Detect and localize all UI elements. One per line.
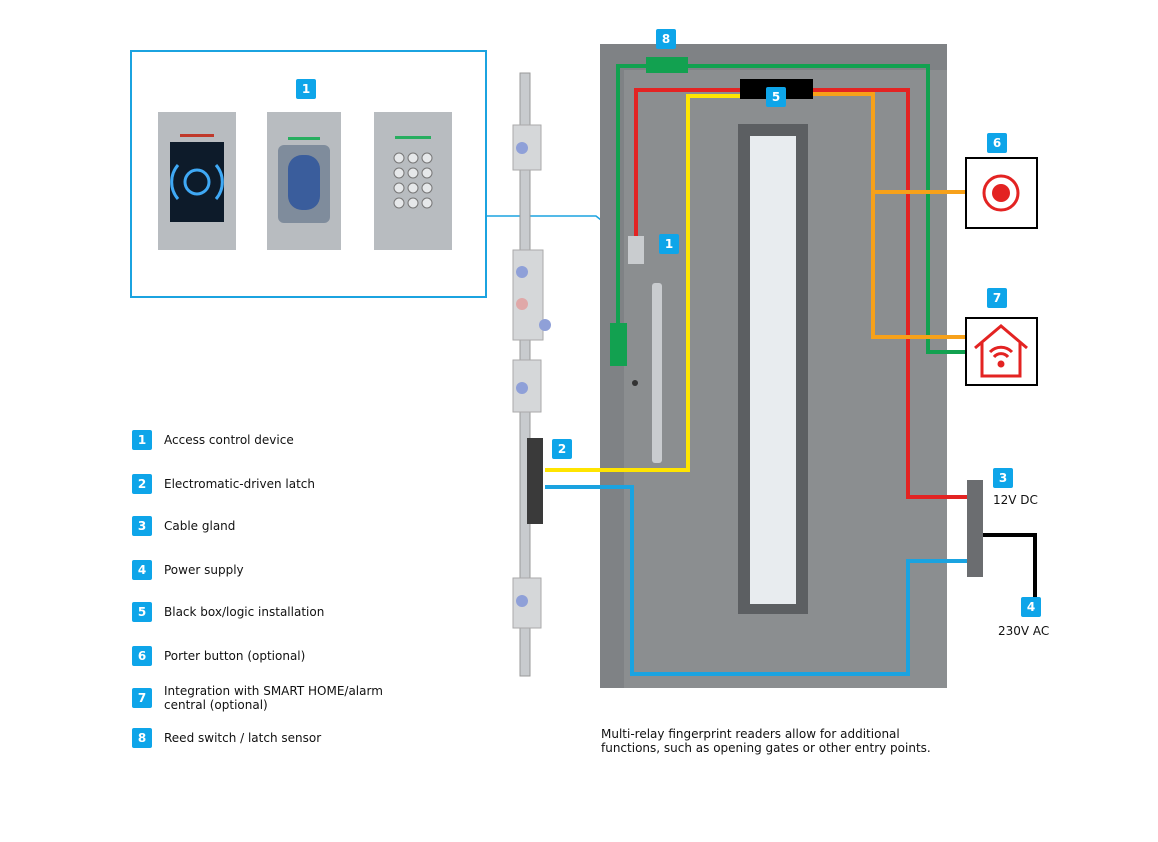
house-wifi-icon <box>974 324 1028 378</box>
power-wire <box>983 533 1037 597</box>
keypad-key <box>393 182 405 194</box>
keypad-image <box>374 112 452 250</box>
dc-voltage-label: 12V DC <box>993 493 1038 507</box>
legend-label: Integration with SMART HOME/alarm centra… <box>164 684 383 712</box>
legend-item: 5 Black box/logic installation <box>132 602 324 622</box>
legend-badge: 2 <box>132 474 152 494</box>
legend-item: 7 Integration with SMART HOME/alarm centr… <box>132 684 394 712</box>
legend-badge: 8 <box>132 728 152 748</box>
badge-7: 7 <box>987 288 1007 308</box>
badge-2: 2 <box>552 439 572 459</box>
legend-badge: 6 <box>132 646 152 666</box>
yellow-wire <box>545 94 740 472</box>
keypad-key <box>393 152 405 164</box>
green-wire <box>616 64 966 354</box>
door-glass <box>750 136 796 604</box>
keypad-key <box>421 152 433 164</box>
door-handle <box>652 283 662 463</box>
keypad-key <box>393 197 405 209</box>
legend-badge: 1 <box>132 430 152 450</box>
badge-5: 5 <box>766 87 786 107</box>
legend-label: Reed switch / latch sensor <box>164 731 322 745</box>
keypad-key <box>407 167 419 179</box>
legend-badge: 7 <box>132 688 152 708</box>
badge-4: 4 <box>1021 597 1041 617</box>
caption: Multi-relay fingerprint readers allow fo… <box>601 727 931 755</box>
porter-button-box <box>965 157 1038 229</box>
badge-1-door: 1 <box>659 234 679 254</box>
electromatic-latch <box>527 438 543 524</box>
legend-label: Black box/logic installation <box>164 605 325 619</box>
reed-switch <box>646 57 688 73</box>
legend-badge: 3 <box>132 516 152 536</box>
legend-label: Access control device <box>164 433 294 447</box>
legend-label: Electromatic-driven latch <box>164 477 316 491</box>
devices-box <box>130 50 487 298</box>
rfid-reader-image <box>158 112 236 250</box>
badge-3: 3 <box>993 468 1013 488</box>
legend-label: Power supply <box>164 563 244 577</box>
door-keypad <box>628 236 644 264</box>
legend-badge: 4 <box>132 560 152 580</box>
legend-item: 8 Reed switch / latch sensor <box>132 728 321 748</box>
latch-sensor <box>610 323 627 366</box>
legend-badge: 5 <box>132 602 152 622</box>
ac-voltage-label: 230V AC <box>998 624 1050 638</box>
keypad-key <box>421 182 433 194</box>
legend-item: 6 Porter button (optional) <box>132 646 305 666</box>
multipoint-lock-rail <box>512 72 551 677</box>
fingerprint-reader-image <box>267 112 341 250</box>
keypad-key <box>407 182 419 194</box>
keyhole <box>632 380 638 386</box>
keypad-key <box>421 197 433 209</box>
cable-gland <box>967 480 983 577</box>
smart-home-box <box>965 317 1038 386</box>
legend-item: 1 Access control device <box>132 430 294 450</box>
legend-label: Porter button (optional) <box>164 649 306 663</box>
orange-wire <box>813 92 966 339</box>
badge-8: 8 <box>656 29 676 49</box>
badge-6: 6 <box>987 133 1007 153</box>
record-button-icon <box>982 174 1020 212</box>
badge-1-box: 1 <box>296 79 316 99</box>
legend-item: 3 Cable gland <box>132 516 235 536</box>
legend-label: Cable gland <box>164 519 236 533</box>
keypad-key <box>421 167 433 179</box>
legend-item: 4 Power supply <box>132 560 244 580</box>
keypad-key <box>407 197 419 209</box>
legend-item: 2 Electromatic-driven latch <box>132 474 315 494</box>
blue-wire <box>545 485 968 676</box>
keypad-key <box>393 167 405 179</box>
keypad-key <box>407 152 419 164</box>
red-wire <box>634 88 967 499</box>
